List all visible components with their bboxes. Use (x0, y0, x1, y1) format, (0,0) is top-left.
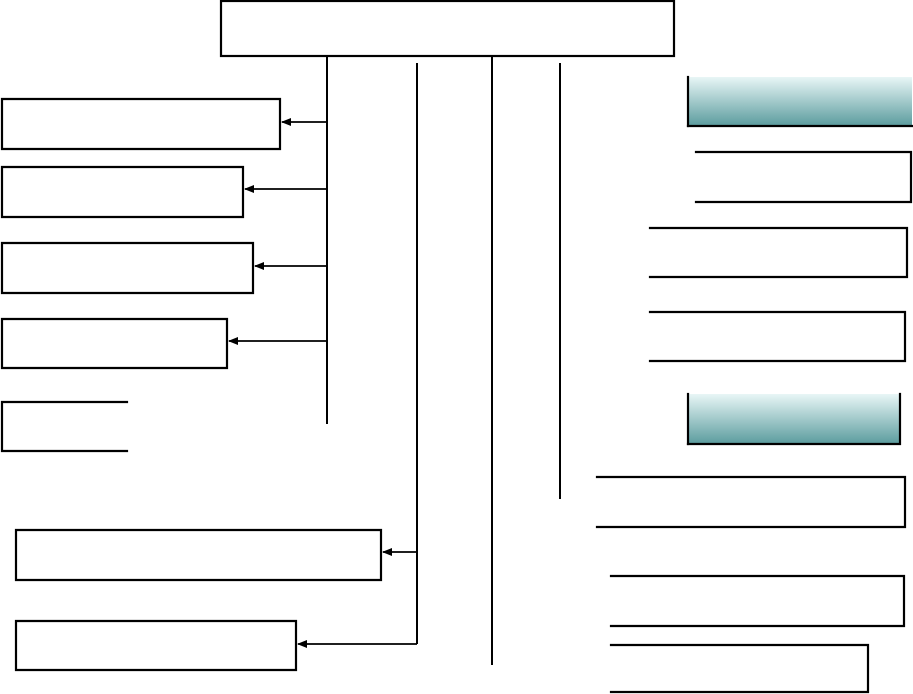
left-box-2 (0, 165, 245, 219)
top-box (219, 0, 676, 58)
left-box-5 (0, 400, 129, 453)
right-box-4 (595, 475, 907, 529)
right-box-5 (609, 574, 906, 628)
right-header-box-2 (686, 392, 902, 446)
left-box-1 (0, 97, 282, 151)
left-box-4 (0, 317, 229, 370)
bottom-left-box-2 (14, 619, 298, 672)
right-box-1 (694, 150, 913, 204)
right-box-2 (648, 226, 909, 279)
bottom-left-box-1 (14, 528, 383, 582)
right-box-3 (648, 310, 907, 363)
right-box-6 (609, 643, 870, 694)
right-header-box-1 (686, 75, 913, 128)
left-box-3 (0, 241, 255, 295)
